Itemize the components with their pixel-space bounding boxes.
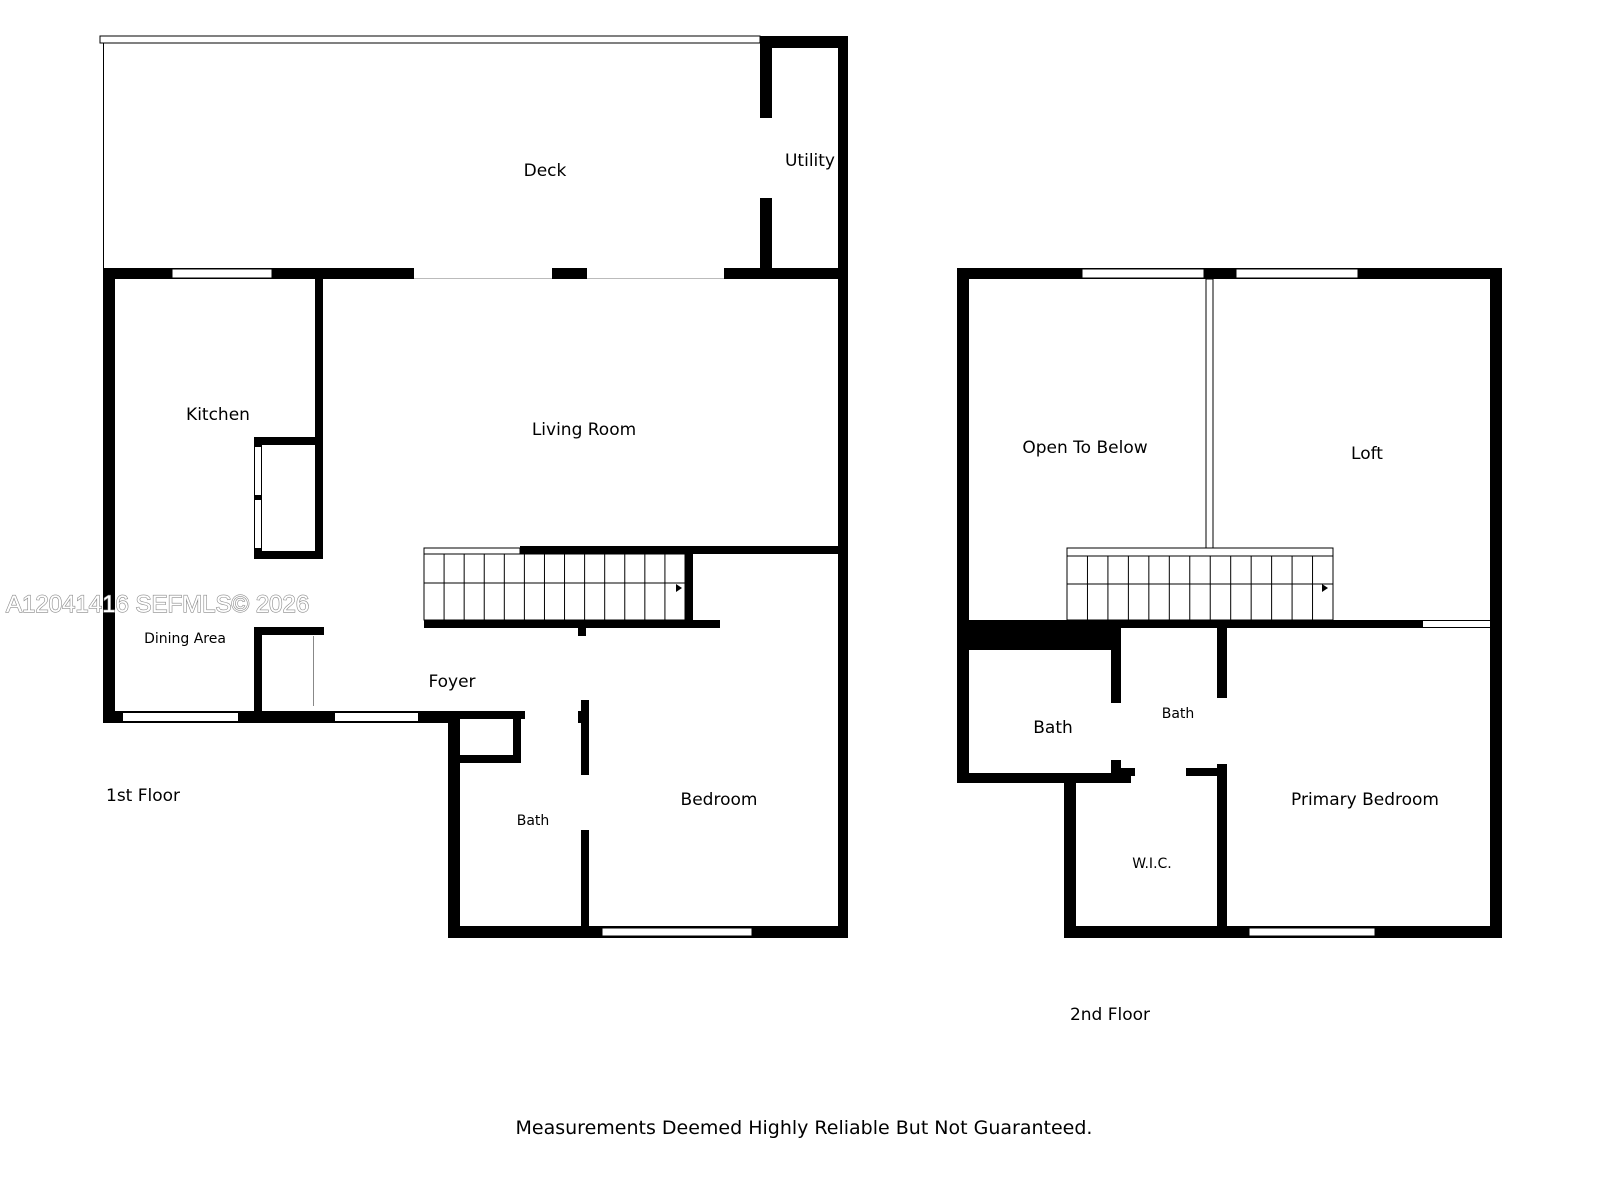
wall-right-2nd [1490, 268, 1502, 938]
disclaimer: Measurements Deemed Highly Reliable But … [516, 1117, 1093, 1139]
window [1235, 268, 1359, 279]
room-labels: Deck Utility Kitchen Living Room Dining … [106, 151, 1439, 1025]
window [1248, 927, 1376, 937]
window [601, 927, 753, 937]
first-floor-bath [460, 628, 589, 938]
deck-area [99, 35, 761, 269]
wall-left-2nd [957, 268, 969, 783]
stair-outline [1066, 555, 1334, 621]
first-floor-lower-walls [103, 627, 848, 938]
label-bath-left: Bath [1033, 718, 1073, 738]
second-floor-plan [957, 268, 1502, 938]
label-loft: Loft [1351, 444, 1383, 464]
label-utility: Utility [785, 151, 835, 171]
window [171, 268, 273, 279]
kitchen-partition [254, 276, 323, 559]
label-open-to-below: Open To Below [1022, 438, 1147, 458]
label-primary-bedroom: Primary Bedroom [1291, 790, 1439, 810]
label-bath-middle: Bath [1162, 706, 1195, 722]
label-dining-area: Dining Area [144, 631, 226, 647]
sliding-door [587, 268, 724, 279]
staircase-first-floor [423, 546, 848, 628]
label-foyer: Foyer [428, 672, 475, 692]
floor-label-2nd: 2nd Floor [1070, 1005, 1150, 1025]
utility-room [760, 36, 848, 276]
label-bath: Bath [517, 813, 550, 829]
label-living-room: Living Room [532, 420, 636, 440]
wall-right [838, 268, 848, 938]
deck-edge-left [103, 43, 104, 269]
stair-arrow [1322, 584, 1328, 592]
label-wic: W.I.C. [1132, 856, 1172, 872]
window [1081, 268, 1205, 279]
deck-rail-top [99, 35, 761, 44]
sliding-door [414, 268, 552, 279]
watermark: A12041416 SEFMLS© 2026 [6, 591, 309, 618]
label-kitchen: Kitchen [186, 405, 250, 425]
staircase-second-floor [1066, 547, 1334, 621]
stair-arrow [676, 584, 682, 592]
wall-left [103, 268, 115, 723]
label-bedroom: Bedroom [681, 790, 758, 810]
stair-outline [423, 553, 686, 621]
floor-label-1st: 1st Floor [106, 786, 180, 806]
first-floor-plan [99, 35, 848, 938]
first-floor-top-wall [103, 268, 848, 279]
label-deck: Deck [524, 161, 567, 181]
